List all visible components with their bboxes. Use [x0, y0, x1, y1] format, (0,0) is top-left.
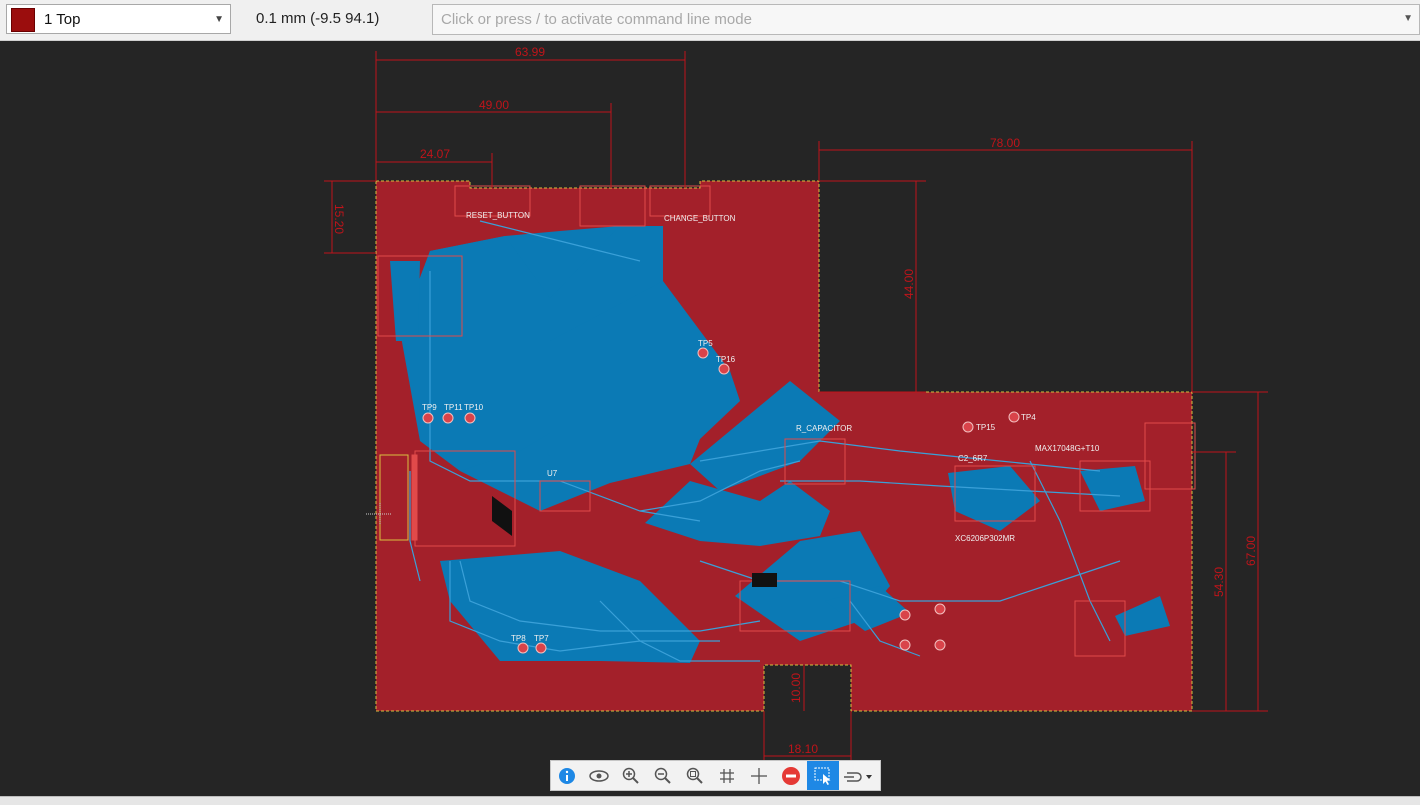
command-line-input[interactable]: [432, 4, 1420, 35]
crosshair-button[interactable]: [743, 761, 775, 790]
tp15-label: TP15: [976, 423, 996, 432]
tp5-label: TP5: [698, 339, 713, 348]
zoom-fit-icon: [686, 767, 703, 784]
tp7-label: TP7: [534, 634, 549, 643]
route-button[interactable]: [839, 761, 879, 790]
test-points: [422, 347, 1020, 654]
u7-label: U7: [547, 469, 558, 478]
traces: [409, 220, 1121, 662]
route-dropdown-icon: [866, 774, 872, 779]
dim-67-00: 67.00: [1244, 536, 1258, 566]
stop-button[interactable]: [775, 761, 807, 790]
info-icon: [559, 767, 575, 784]
select-button[interactable]: [807, 761, 839, 790]
change-button-label: CHANGE_BUTTON: [664, 214, 736, 223]
c2-label: C2_6R7: [958, 454, 988, 463]
top-toolbar: 1 Top ▼ 0.1 mm (-9.5 94.1) ▼: [0, 0, 1420, 41]
chevron-down-icon: ▼: [214, 14, 224, 25]
tp16-label: TP16: [716, 355, 736, 364]
dim-78-00: 78.00: [990, 136, 1020, 150]
dim-15-20: 15.20: [332, 204, 346, 234]
command-history-chevron-icon[interactable]: ▼: [1403, 13, 1413, 24]
tp11-label: TP11: [444, 403, 463, 412]
view-toolbar: [550, 760, 881, 791]
dimension-lines: [324, 51, 1268, 765]
select-icon: [814, 767, 831, 785]
dim-49-00: 49.00: [479, 98, 509, 112]
dim-24-07: 24.07: [420, 147, 450, 161]
tp8-label: TP8: [511, 634, 526, 643]
dim-54-30: 54.30: [1212, 567, 1226, 597]
info-button[interactable]: [551, 761, 583, 790]
layer-color-swatch: [11, 8, 35, 32]
dim-63-99: 63.99: [515, 45, 545, 59]
tp4-label: TP4: [1021, 413, 1036, 422]
status-strip: [0, 796, 1420, 805]
cursor-crosshair: [366, 503, 392, 525]
board-canvas[interactable]: RESET_BUTTON CHANGE_BUTTON TP5 TP16 TP15…: [0, 41, 1420, 796]
grid-icon: [720, 768, 734, 783]
layer-select[interactable]: 1 Top ▼: [6, 4, 231, 34]
coordinate-readout: 0.1 mm (-9.5 94.1): [256, 10, 380, 27]
dim-18-10: 18.10: [788, 742, 818, 756]
dim-44-00: 44.00: [902, 269, 916, 299]
dim-10-00: 10.00: [789, 673, 803, 703]
tp9-label: TP9: [422, 403, 437, 412]
zoom-in-icon: [622, 767, 639, 784]
ic-blocks: [492, 496, 777, 587]
tp10-label: TP10: [464, 403, 484, 412]
eye-icon: [589, 769, 609, 782]
xc-part-label: XC6206P302MR: [955, 534, 1015, 543]
zoom-out-button[interactable]: [647, 761, 679, 790]
r-capacitor-label: R_CAPACITOR: [796, 424, 852, 433]
stop-icon: [782, 766, 800, 785]
layer-select-label: 1 Top: [44, 11, 81, 28]
zoom-out-icon: [654, 767, 671, 784]
grid-button[interactable]: [711, 761, 743, 790]
pcb-drawing: RESET_BUTTON CHANGE_BUTTON TP5 TP16 TP15…: [324, 45, 1268, 765]
zoom-in-button[interactable]: [615, 761, 647, 790]
reset-button-label: RESET_BUTTON: [466, 211, 530, 220]
max-part-label: MAX17048G+T10: [1035, 444, 1100, 453]
crosshair-icon: [751, 767, 767, 784]
route-icon: [844, 771, 872, 782]
visibility-button[interactable]: [583, 761, 615, 790]
zoom-fit-button[interactable]: [679, 761, 711, 790]
